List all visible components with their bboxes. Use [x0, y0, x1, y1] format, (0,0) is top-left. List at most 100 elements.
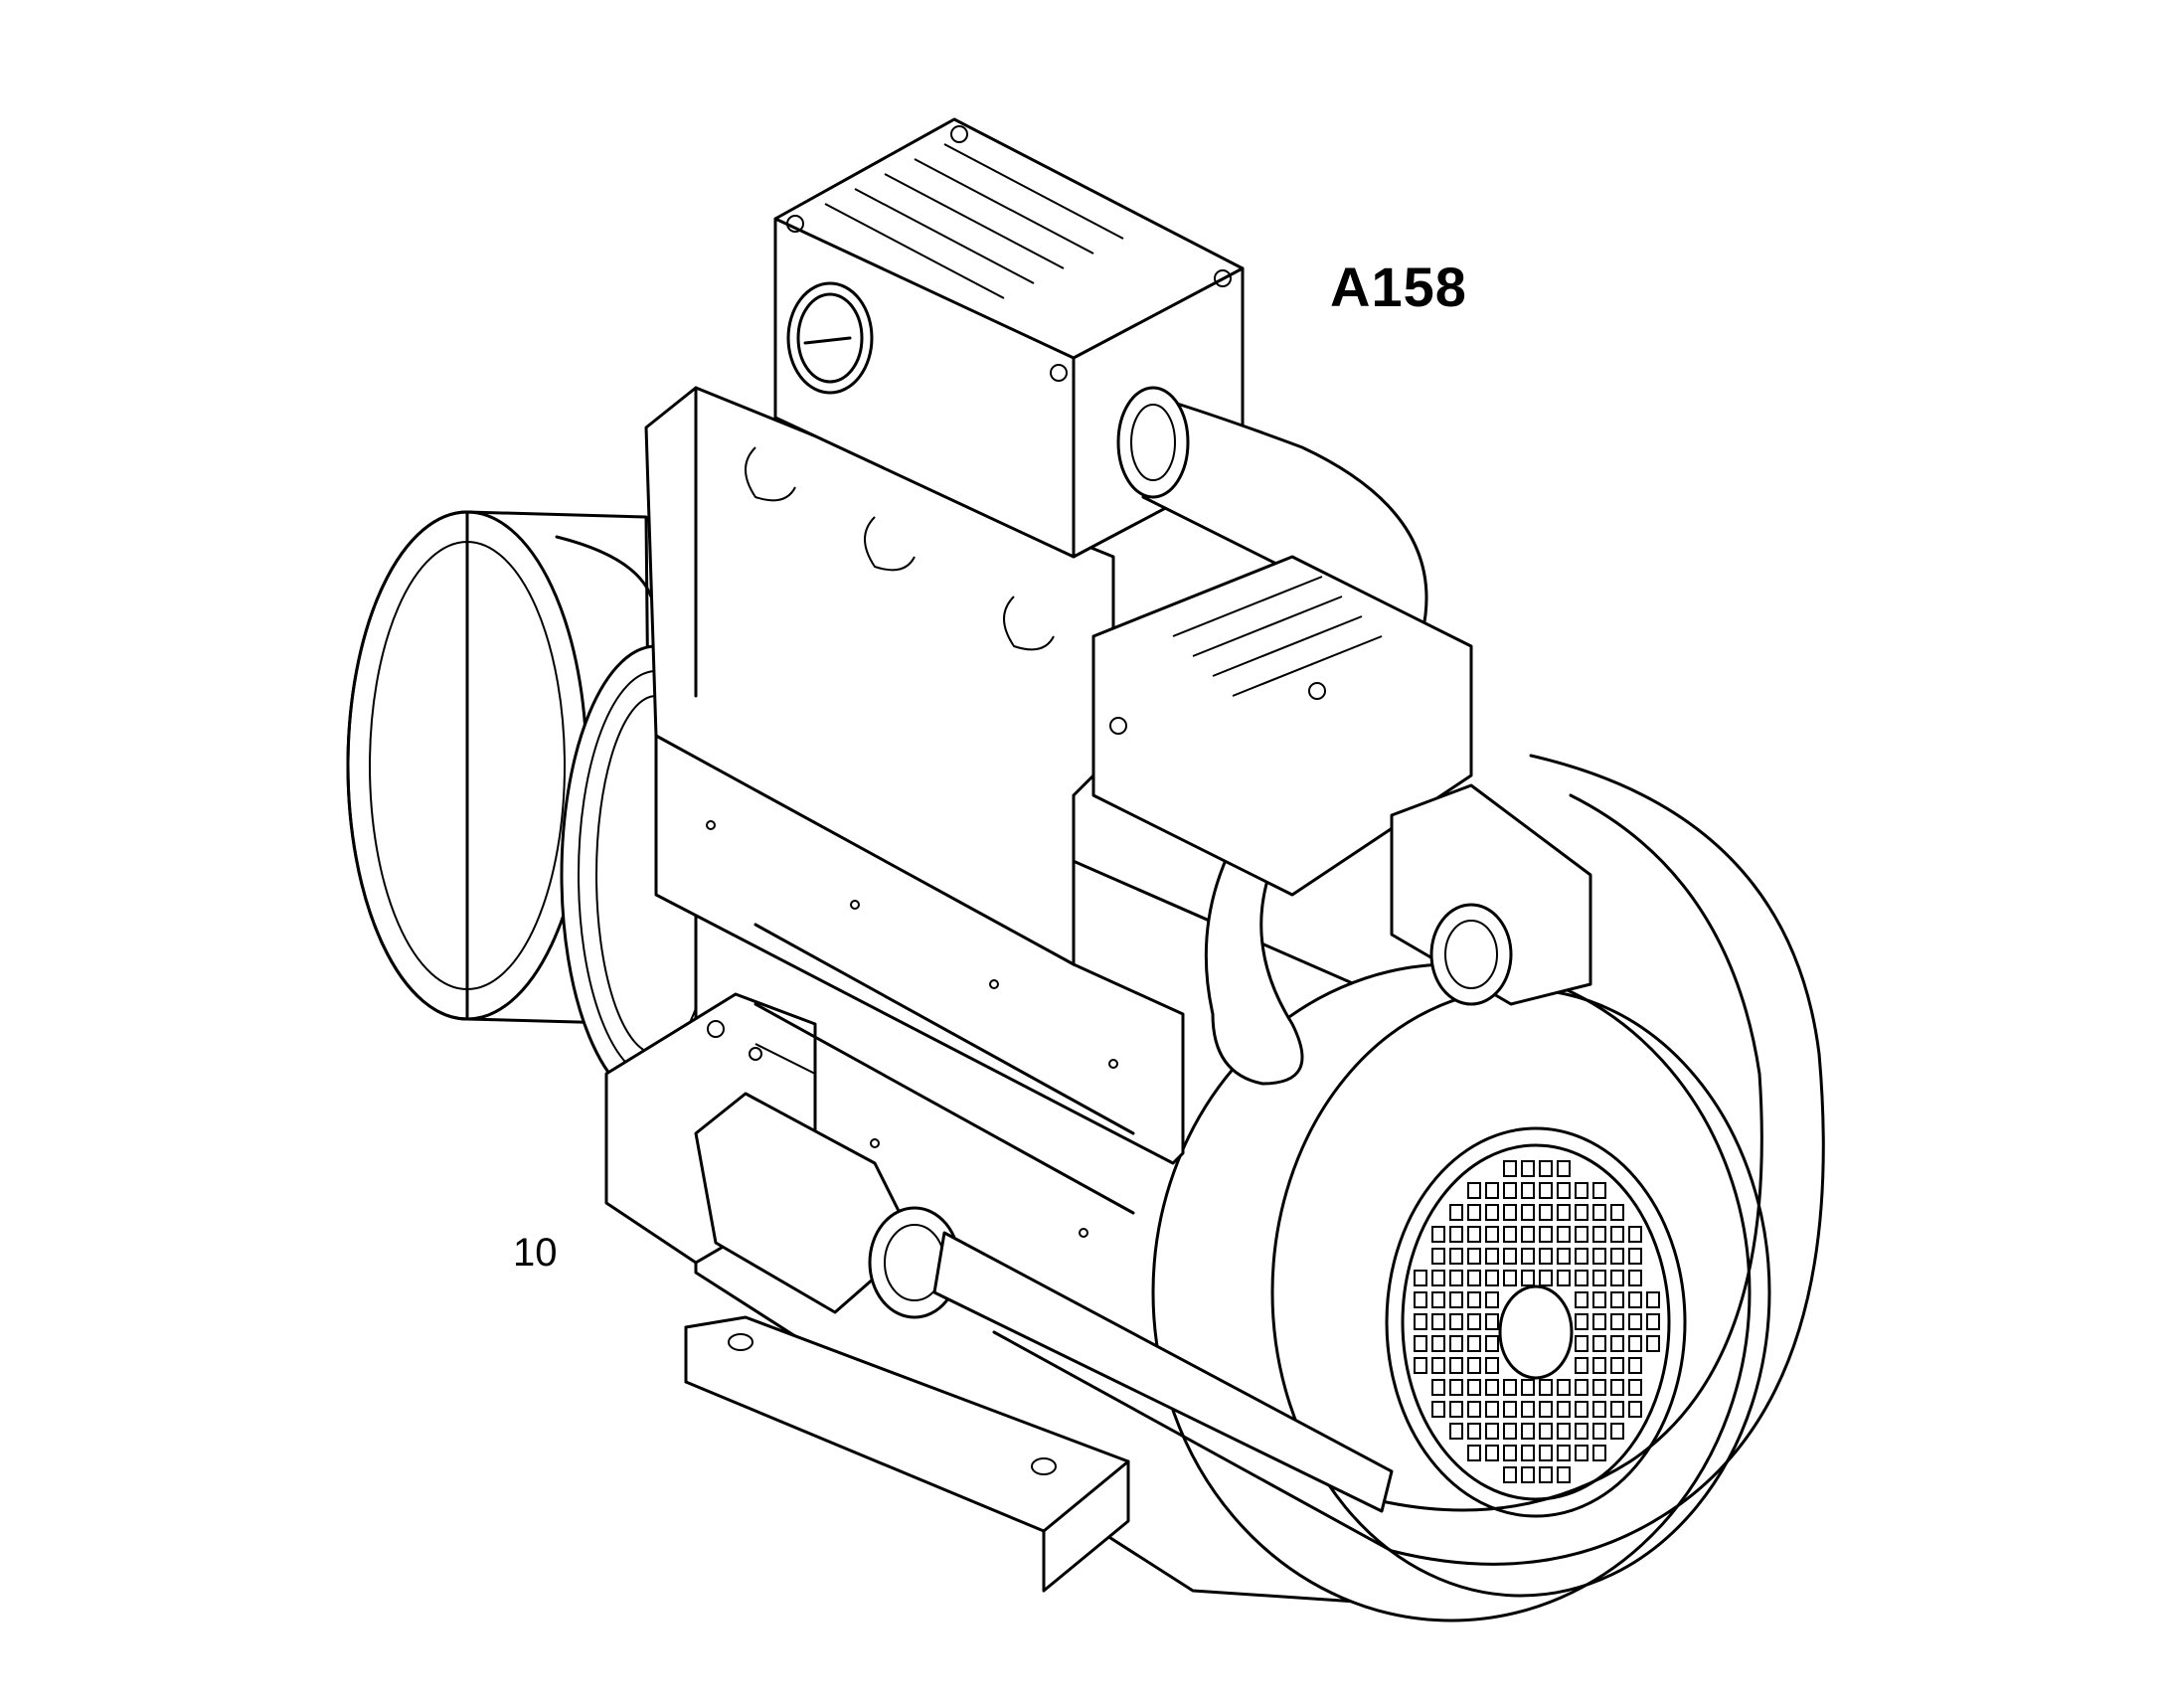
grille-cell	[1485, 1248, 1499, 1265]
grille-cell	[1592, 1182, 1606, 1199]
grille-cell	[1485, 1401, 1499, 1418]
grille-cell	[1575, 1204, 1588, 1221]
grille-cell	[1592, 1313, 1606, 1330]
grille-cell	[1431, 1357, 1445, 1374]
grille-cell	[1521, 1226, 1535, 1243]
grille-cell	[1485, 1226, 1499, 1243]
grille-cell	[1592, 1423, 1606, 1440]
grille-cell	[1414, 1357, 1427, 1374]
grille-cell	[1431, 1248, 1445, 1265]
grille-cell	[1521, 1270, 1535, 1286]
grille-cell	[1628, 1291, 1642, 1308]
grille-cell	[1539, 1248, 1553, 1265]
grille-cell	[1431, 1270, 1445, 1286]
right-connector-plug	[1390, 783, 1592, 1006]
grille-cell	[1628, 1226, 1642, 1243]
grille-cell	[1467, 1226, 1481, 1243]
lower-cable-hose	[932, 1231, 1394, 1513]
grille-cell	[1539, 1379, 1553, 1396]
drawing-identifier: A158	[1330, 256, 1467, 318]
grille-cell	[1485, 1313, 1499, 1330]
grille-cell	[1575, 1357, 1588, 1374]
grille-cell	[1503, 1204, 1517, 1221]
grille-cell	[1521, 1204, 1535, 1221]
grille-cell	[1449, 1226, 1463, 1243]
grille-cell	[1467, 1335, 1481, 1352]
grille-cell	[1646, 1335, 1660, 1352]
grille-cell	[1414, 1291, 1427, 1308]
grille-cell	[1485, 1291, 1499, 1308]
grille-cell	[1503, 1379, 1517, 1396]
grille-cell	[1628, 1401, 1642, 1418]
grille-cell	[1503, 1160, 1517, 1177]
grille-cell	[1557, 1270, 1571, 1286]
grille-cell	[1431, 1335, 1445, 1352]
grille-cell	[1467, 1379, 1481, 1396]
grille-cell	[1485, 1445, 1499, 1461]
grille-cell	[1467, 1423, 1481, 1440]
grille-cell	[1521, 1379, 1535, 1396]
grille-cell	[1539, 1401, 1553, 1418]
grille-cell	[1414, 1313, 1427, 1330]
grille-cell	[1449, 1335, 1463, 1352]
grille-cell	[1557, 1423, 1571, 1440]
grille-cell	[1449, 1401, 1463, 1418]
grille-cell	[1449, 1204, 1463, 1221]
grille-cell	[1592, 1357, 1606, 1374]
grille-cell	[1449, 1379, 1463, 1396]
grille-cell	[1485, 1270, 1499, 1286]
grille-cell	[1485, 1357, 1499, 1374]
grille-cell	[1449, 1248, 1463, 1265]
grille-cell	[1592, 1226, 1606, 1243]
grille-cell	[1449, 1357, 1463, 1374]
grille-cell	[1575, 1248, 1588, 1265]
grille-cell	[1431, 1226, 1445, 1243]
grille-cell	[1575, 1291, 1588, 1308]
grille-cell	[1557, 1379, 1571, 1396]
grille-cell	[1628, 1270, 1642, 1286]
grille-cell	[1521, 1445, 1535, 1461]
grille-cell	[1557, 1401, 1571, 1418]
grille-cell	[1485, 1379, 1499, 1396]
grille-cell	[1610, 1204, 1624, 1221]
grille-cell	[1610, 1248, 1624, 1265]
grille-cell	[1467, 1313, 1481, 1330]
grille-cell	[1610, 1379, 1624, 1396]
grille-cell	[1557, 1445, 1571, 1461]
grille-cell	[1646, 1291, 1660, 1308]
grille-cell	[1610, 1226, 1624, 1243]
grille-cell	[1575, 1313, 1588, 1330]
grille-cell	[1539, 1160, 1553, 1177]
grille-cell	[1628, 1313, 1642, 1330]
motor-body-edges	[753, 923, 1135, 1238]
grille-cell	[1467, 1401, 1481, 1418]
grille-cell	[1449, 1423, 1463, 1440]
grille-cell	[1557, 1226, 1571, 1243]
grille-cell	[1431, 1313, 1445, 1330]
grille-cell	[1557, 1248, 1571, 1265]
callout-10: 10	[513, 1231, 558, 1275]
grille-cell	[1431, 1401, 1445, 1418]
grille-cell	[1628, 1335, 1642, 1352]
grille-cell	[1575, 1423, 1588, 1440]
grille-cell	[1592, 1204, 1606, 1221]
grille-cell	[1592, 1401, 1606, 1418]
grille-cell	[1575, 1401, 1588, 1418]
grille-cell	[1503, 1226, 1517, 1243]
grille-cell	[1503, 1423, 1517, 1440]
grille-cell	[1539, 1226, 1553, 1243]
grille-cell	[1485, 1204, 1499, 1221]
grille-cell	[1628, 1357, 1642, 1374]
grille-cell	[1503, 1248, 1517, 1265]
grille-cell	[1610, 1313, 1624, 1330]
grille-cell	[1557, 1204, 1571, 1221]
grille-cell	[1575, 1379, 1588, 1396]
grille-cell	[1539, 1423, 1553, 1440]
grille-cell	[1646, 1313, 1660, 1330]
grille-cell	[1557, 1182, 1571, 1199]
grille-cell	[1449, 1313, 1463, 1330]
grille-cell	[1539, 1204, 1553, 1221]
grille-cell	[1467, 1204, 1481, 1221]
grille-cell	[1592, 1445, 1606, 1461]
